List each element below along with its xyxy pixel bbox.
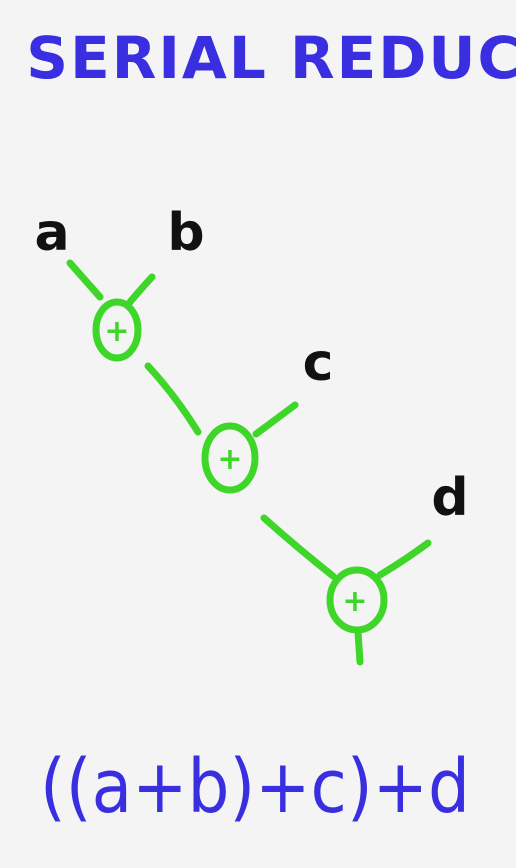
add-node-1-circle bbox=[92, 298, 142, 362]
title: SERIAL REDUCE bbox=[26, 24, 516, 92]
input-label-b: b bbox=[167, 203, 204, 263]
add-node-3-symbol: + bbox=[342, 584, 367, 619]
add-node-3: + bbox=[326, 566, 388, 634]
edge-b-to-add1 bbox=[126, 273, 156, 306]
input-label-d: d bbox=[431, 468, 468, 528]
edge-add3-output bbox=[354, 628, 364, 666]
expression-formula: ((a+b)+c)+d bbox=[40, 744, 470, 830]
edge-add1-to-add2 bbox=[144, 362, 202, 436]
edge-d-to-add3 bbox=[376, 539, 432, 579]
add-node-1: + bbox=[92, 298, 142, 362]
edge-a-to-add1 bbox=[66, 259, 104, 301]
add-node-1-symbol: + bbox=[104, 314, 129, 349]
add-node-2-symbol: + bbox=[217, 442, 242, 477]
input-label-a: a bbox=[34, 203, 69, 263]
edge-c-to-add2 bbox=[252, 401, 299, 438]
add-node-2-circle bbox=[201, 422, 259, 494]
add-node-2: + bbox=[201, 422, 259, 494]
tree-edges bbox=[66, 259, 432, 666]
add-node-3-circle bbox=[326, 566, 388, 634]
input-label-c: c bbox=[303, 333, 334, 393]
edge-add2-to-add3 bbox=[260, 514, 337, 580]
